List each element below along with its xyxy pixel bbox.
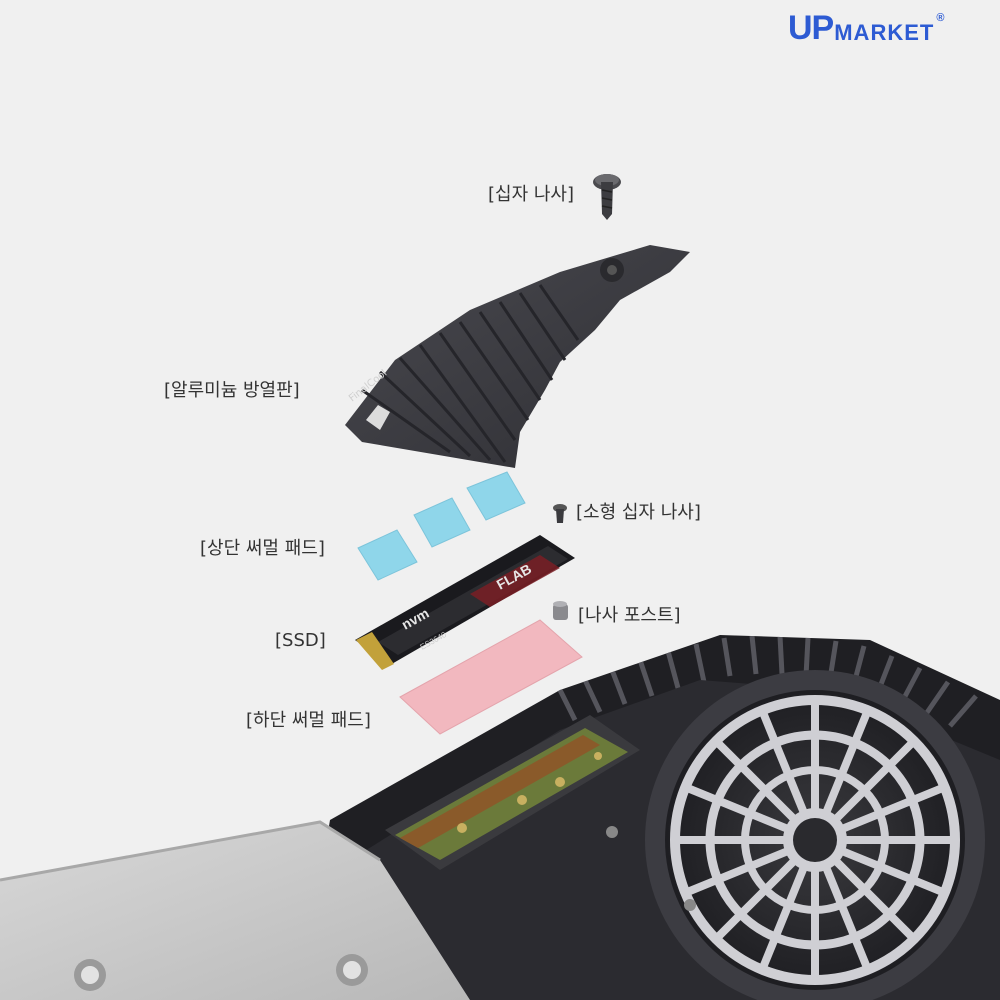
small-cross-screw	[553, 504, 567, 523]
vent-ridges	[557, 635, 978, 728]
console-body	[300, 635, 1000, 1000]
cross-screw	[593, 174, 621, 220]
label-bottom-thermal-pad: [하단 써멀 패드]	[246, 710, 371, 731]
upmarket-logo: UP MARKET ®	[788, 10, 944, 46]
registered-mark: ®	[936, 12, 945, 24]
label-top-thermal-pad: [상단 써멀 패드]	[200, 538, 325, 559]
label-small-cross-screw: [소형 십자 나사]	[576, 502, 701, 523]
bottom-thermal-pad	[399, 619, 583, 735]
ssd-bay	[385, 715, 640, 870]
label-aluminum-heatsink: [알루미늄 방열판]	[164, 380, 300, 401]
aluminum-heatsink: FinalCool	[345, 245, 690, 468]
label-ssd: [SSD]	[275, 630, 326, 651]
logo-prefix: UP	[788, 9, 834, 47]
ssd-module: FLAB nvm ES3640	[355, 535, 575, 670]
screw-post	[553, 601, 568, 620]
logo-name: MARKET	[834, 20, 935, 45]
label-cross-screw: [십자 나사]	[488, 184, 575, 205]
label-screw-post: [나사 포스트]	[578, 605, 681, 626]
cooling-fan	[645, 670, 985, 1000]
top-thermal-pads	[357, 471, 526, 581]
console-side-plate	[0, 820, 470, 1000]
